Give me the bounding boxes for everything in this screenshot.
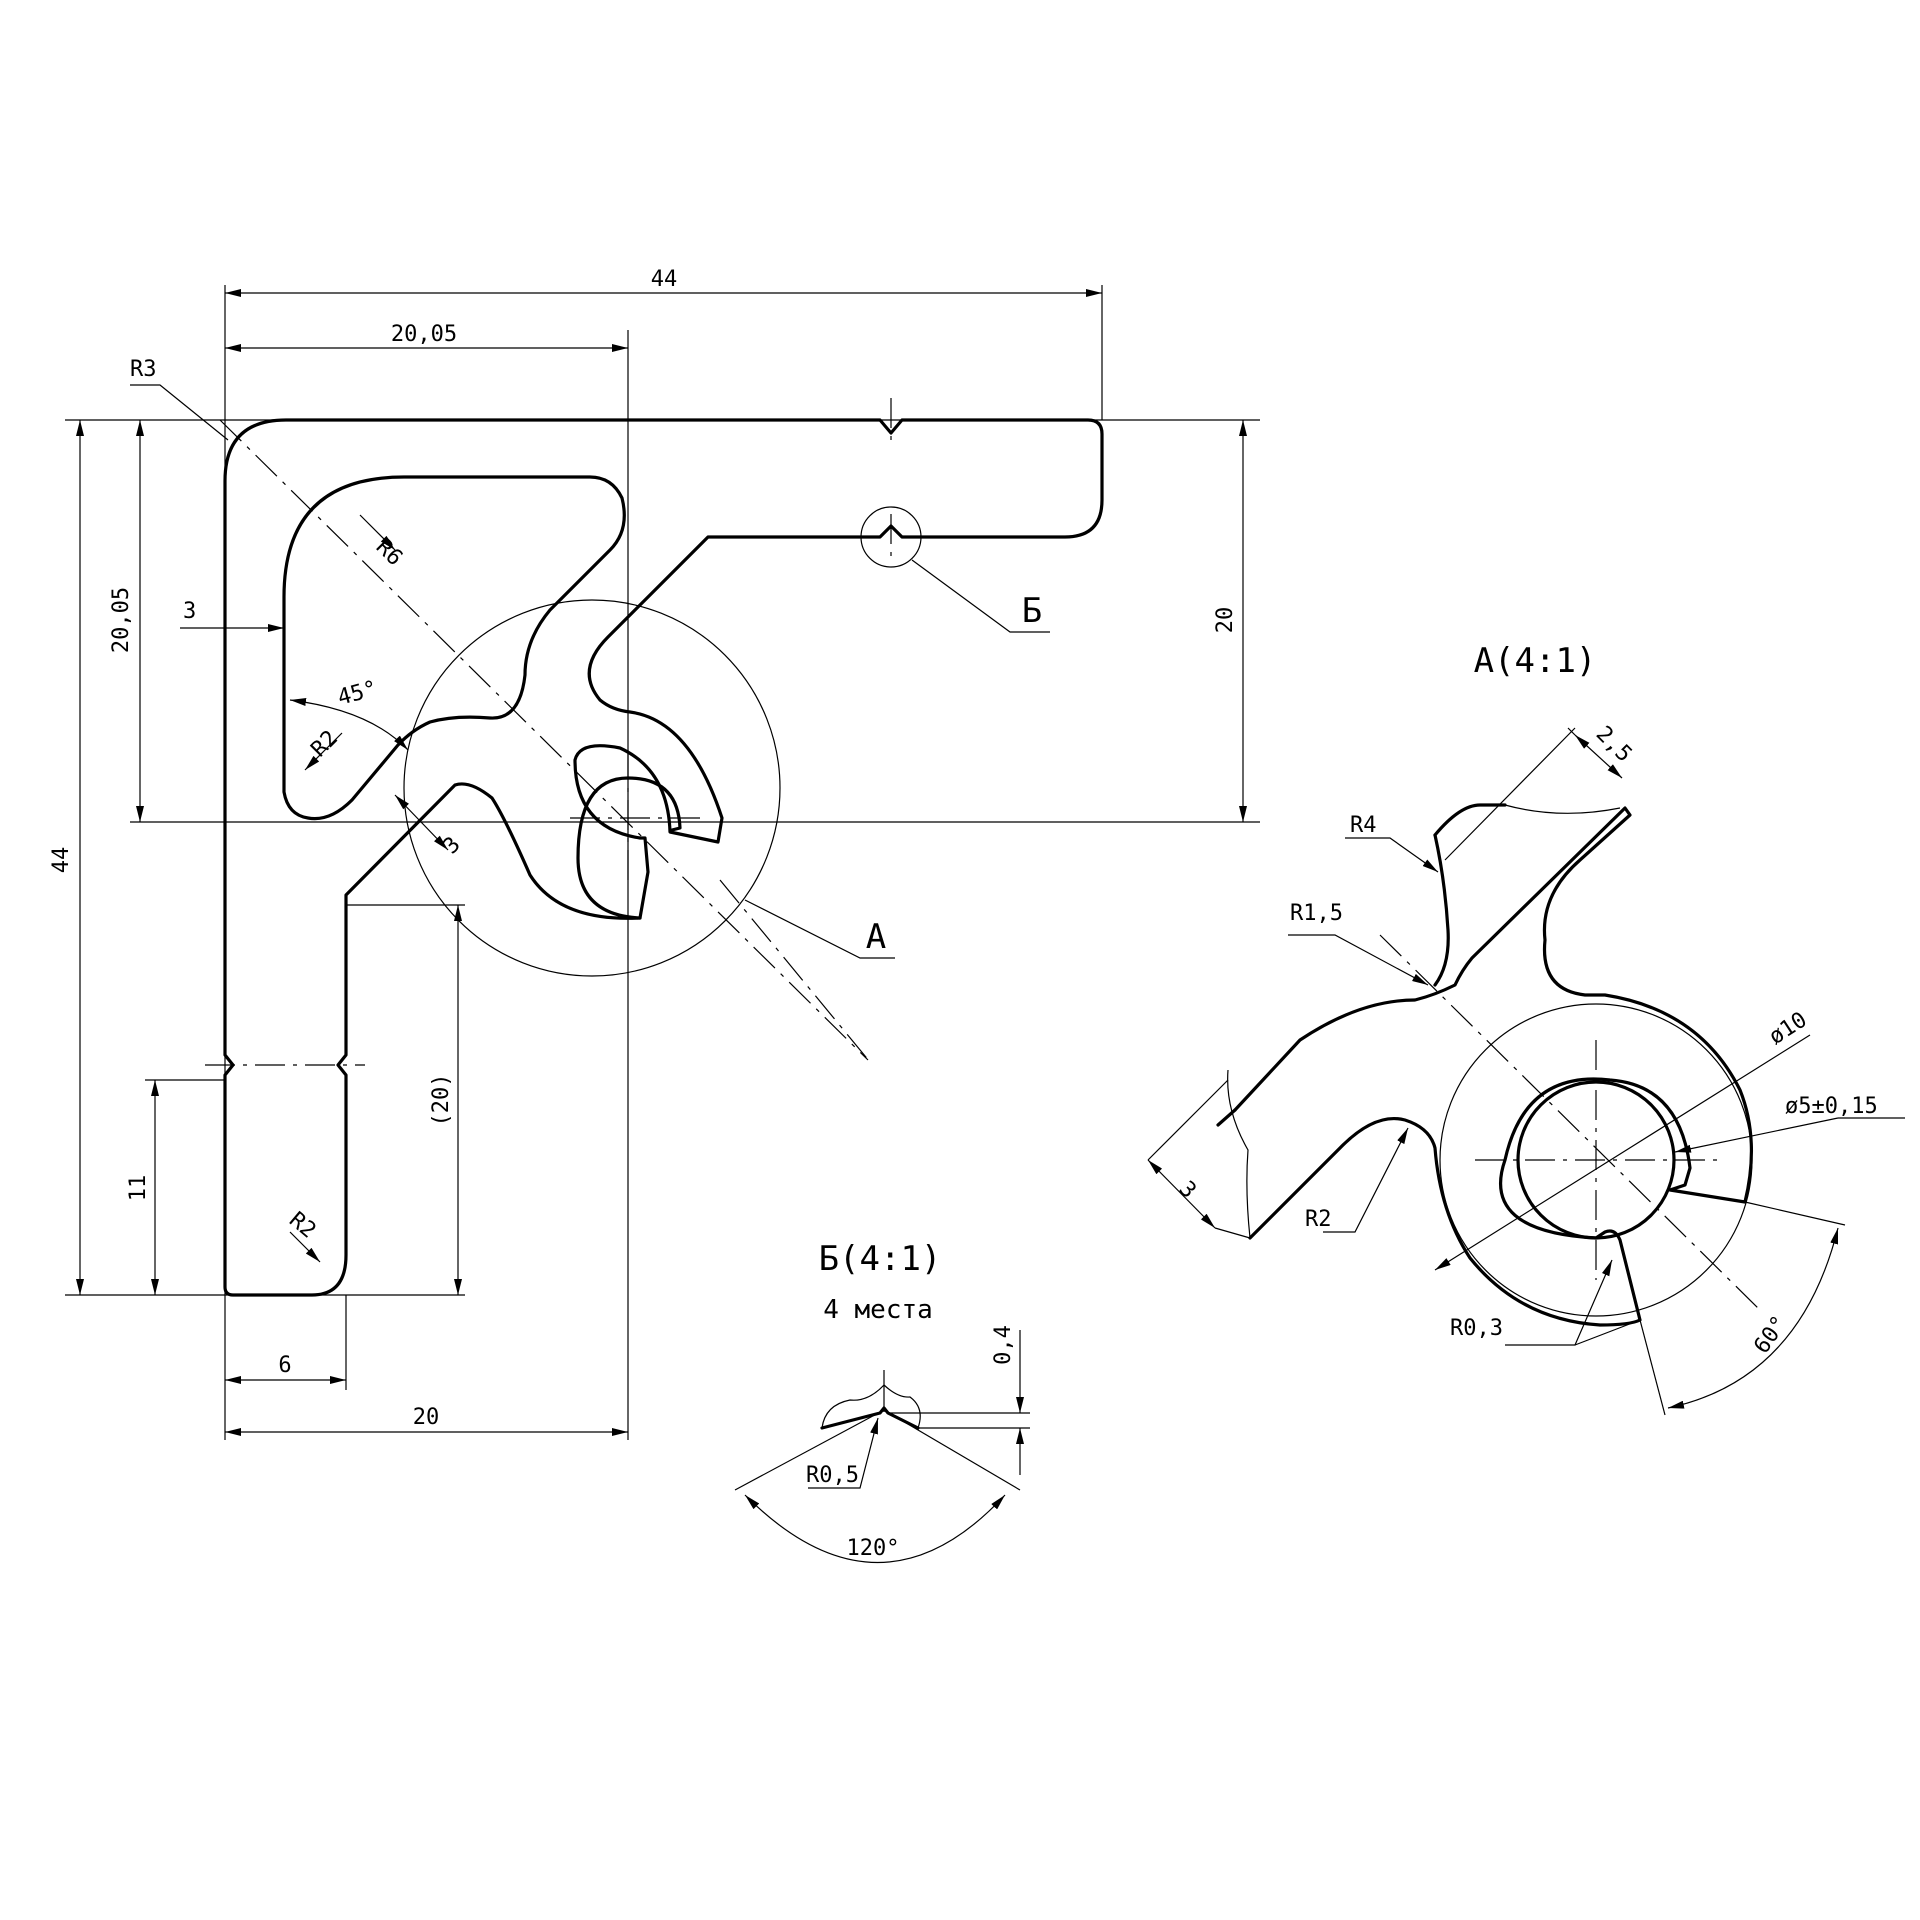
detail-b-circle [860, 506, 922, 568]
callout-b-label: Б [1022, 591, 1042, 631]
dim-height-total: 44 [49, 847, 74, 874]
dim-small-radius: R2 [307, 726, 343, 762]
dim-wall: 3 [183, 599, 196, 624]
dim-width-total: 44 [651, 267, 678, 292]
callout-a-leader [744, 899, 895, 959]
center-hole [576, 776, 682, 920]
dim-right-height: 20 [1213, 607, 1238, 634]
detail-a-outline [1233, 806, 1754, 1327]
dim-leg-width: 6 [278, 1353, 291, 1378]
detail-a-r03: R0,3 [1450, 1316, 1503, 1341]
diagonal-centerline [219, 419, 869, 1061]
part-outer-outline [223, 418, 1104, 1297]
part-inner-pocket [282, 475, 626, 821]
dim-bottom-width: 20 [413, 1405, 440, 1430]
detail-a-width-top: 2,5 [1591, 722, 1637, 768]
detail-a-r2: R2 [1305, 1207, 1332, 1232]
callout-b-leader [911, 559, 1050, 633]
dim-notch-height: 11 [126, 1175, 151, 1202]
detail-b-angle: 120° [847, 1536, 900, 1561]
dim-slot-width: 3 [439, 832, 466, 859]
detail-b-title: Б(4:1) [819, 1239, 942, 1279]
detail-a-angle: 60° [1749, 1312, 1792, 1359]
main-view: 44 20,05 44 20,05 20 R3 R6 3 45° R2 3 (2… [49, 267, 1260, 1440]
detail-a-title: А(4:1) [1474, 641, 1597, 681]
detail-a-d5: ø5±0,15 [1785, 1094, 1878, 1119]
dim-bottom-radius: R2 [284, 1207, 320, 1243]
detail-a-r4: R4 [1350, 813, 1377, 838]
dim-leg-height-ref: (20) [429, 1074, 454, 1127]
callout-a-label: А [866, 917, 886, 957]
dim-angle: 45° [335, 676, 380, 710]
detail-b-subtitle: 4 места [823, 1295, 933, 1325]
dim-corner-radius: R3 [130, 357, 157, 382]
detail-a-r15: R1,5 [1290, 901, 1343, 926]
detail-a-ref-circle [1439, 1003, 1753, 1317]
dim-height-inner: 20,05 [109, 587, 134, 653]
detail-a-circle [403, 599, 781, 977]
dim-inner-radius: R6 [371, 535, 407, 571]
dim-width-inner: 20,05 [391, 322, 457, 347]
detail-a-d10: ø10 [1765, 1007, 1812, 1050]
detail-b: Б(4:1) 4 места 0,4 R0,5 120° [734, 1239, 1030, 1563]
detail-b-depth: 0,4 [991, 1325, 1016, 1365]
detail-a: А(4:1) 2,5 R [1147, 641, 1905, 1416]
detail-b-radius: R0,5 [806, 1463, 859, 1488]
